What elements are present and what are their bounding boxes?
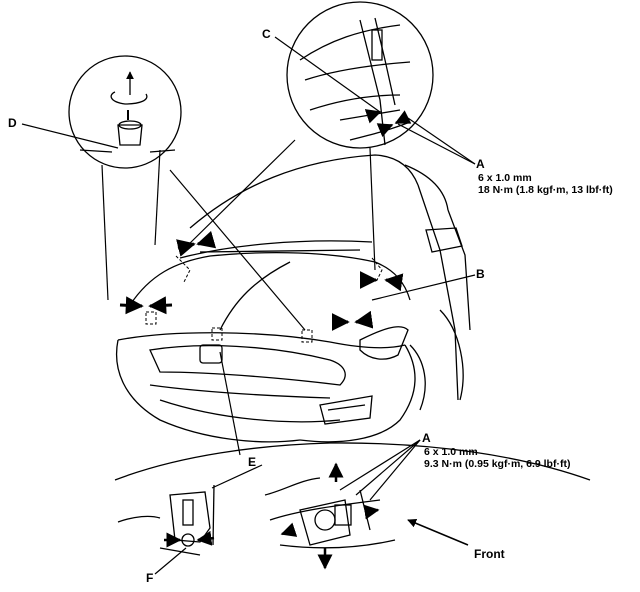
bottom-detail-panel — [114, 442, 591, 556]
torque-value-top: 18 N·m (1.8 kgf·m, 13 lbf·ft) — [478, 184, 613, 196]
bolt-arrows — [119, 230, 404, 331]
bottom-detail-arrows — [164, 462, 380, 570]
detail-c-arrows — [364, 109, 412, 138]
detail-circle-c — [286, 1, 434, 149]
torque-spec-bottom: 6 x 1.0 mm 9.3 N·m (0.95 kgf·m, 6.9 lbf·… — [424, 446, 570, 470]
leader-lines — [21, 36, 476, 575]
front-label: Front — [474, 547, 505, 561]
callout-a-top: A — [476, 157, 485, 171]
callout-e: E — [248, 455, 257, 469]
car-body — [115, 154, 471, 443]
bolt-size-bottom: 6 x 1.0 mm — [424, 446, 478, 458]
bolt-size-top: 6 x 1.0 mm — [478, 172, 532, 184]
callout-d: D — [8, 116, 17, 130]
torque-spec-top: 6 x 1.0 mm 18 N·m (1.8 kgf·m, 13 lbf·ft) — [478, 172, 613, 196]
callout-f: F — [146, 571, 154, 585]
detail-circle-d — [68, 55, 182, 169]
front-direction-arrow — [407, 518, 469, 546]
callout-b: B — [476, 267, 485, 281]
callout-a-bottom: A — [422, 431, 431, 445]
hood-hidden-parts — [145, 255, 383, 343]
torque-value-bottom: 9.3 N·m (0.95 kgf·m, 6.9 lbf·ft) — [424, 458, 571, 470]
callout-c: C — [262, 27, 271, 41]
